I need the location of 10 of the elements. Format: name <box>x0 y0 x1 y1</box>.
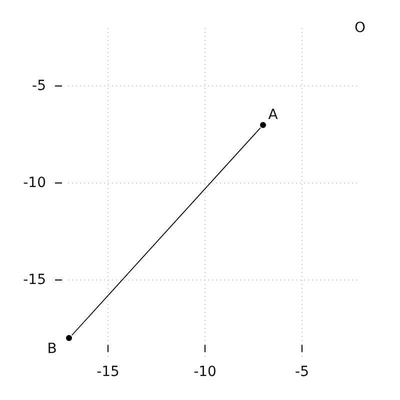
axis-tick-label: -5 <box>295 365 309 379</box>
axis-tick-label: -15 <box>96 365 120 379</box>
axis-tick-label: -15 <box>23 273 46 287</box>
axis-tick-label: -10 <box>194 365 216 379</box>
point-label: A <box>268 108 278 122</box>
axis-tick-label: -5 <box>32 79 46 93</box>
line-segment <box>71 127 261 336</box>
axis-tick-label: -10 <box>23 176 46 190</box>
point-label: B <box>47 342 57 356</box>
origin-label: O <box>354 21 366 35</box>
